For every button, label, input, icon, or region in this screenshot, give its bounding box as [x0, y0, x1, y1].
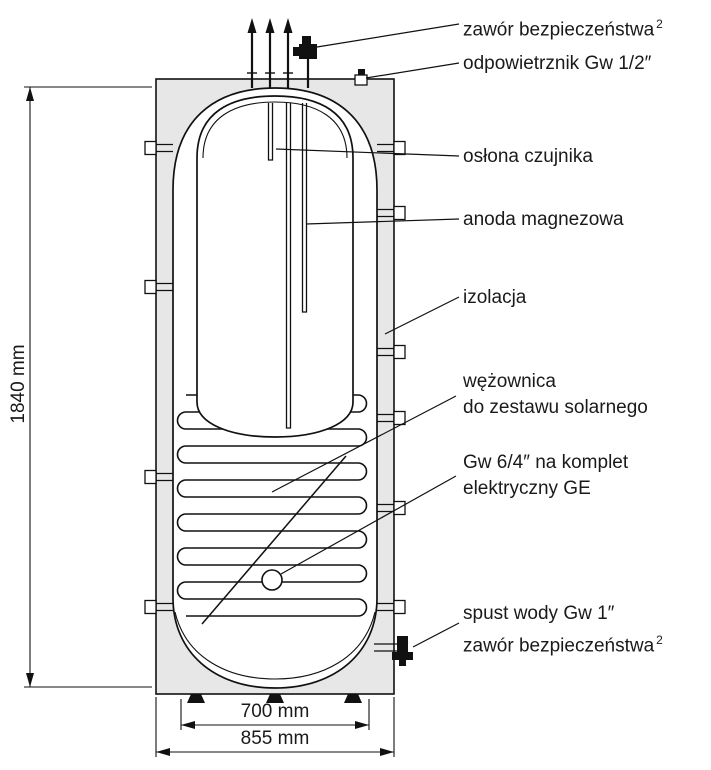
leader-solar-coil: [271, 395, 457, 493]
dimension-label-height: 1840 mm: [8, 344, 29, 424]
inner-vessel: [196, 95, 354, 438]
connection-stub: [377, 344, 406, 360]
tank-foot: [187, 694, 205, 703]
air-vent-fitting: [354, 69, 368, 86]
leader-electric-set: [280, 475, 457, 575]
callout-sensor-sheath-text: osłona czujnika: [463, 146, 593, 167]
callout-solar-coil-line2: do zestawu solarnego: [463, 397, 648, 418]
callout-solar-coil: wężownica do zestawu solarnego: [463, 369, 648, 421]
callout-insulation-text: izolacja: [463, 287, 527, 308]
dimension-label-inner-width: 700 mm: [240, 701, 310, 722]
arrow-up-icon: [247, 18, 257, 33]
connection-stub: [377, 140, 406, 156]
vessel-dome-inner-line: [202, 101, 348, 159]
leader-lines: [271, 23, 460, 648]
sensor-sheath: [267, 103, 274, 161]
leader-insulation: [384, 296, 460, 335]
connection-stub: [144, 140, 173, 156]
callout-safety-valve-top-sup: 2: [656, 17, 663, 31]
callout-safety-valve-bottom-sup: 2: [656, 633, 663, 647]
safety-valve-top: [293, 36, 317, 88]
anode-rod: [301, 103, 308, 313]
callout-safety-valve-top-text: zawór bezpieczeństwa: [463, 19, 655, 41]
connection-stub: [377, 599, 406, 615]
tank-foot: [266, 694, 284, 703]
connection-stub: [144, 599, 173, 615]
callout-water-drain-text: spust wody Gw 1″: [463, 603, 615, 624]
leader-safety-valve-top: [316, 23, 460, 48]
sensor-tube-long: [285, 103, 292, 429]
callout-insulation: izolacja: [463, 285, 526, 311]
callout-electric-set-line2: elektryczny GE: [463, 478, 591, 499]
callout-electric-set-line1: Gw 6/4″ na komplet: [463, 452, 629, 473]
leader-air-vent: [365, 62, 460, 79]
leader-drain: [412, 622, 460, 648]
tank-feet: [187, 694, 362, 703]
solar-coil: [176, 394, 368, 625]
coil-connection-pipe: [201, 455, 347, 625]
callout-magnesium-anode: anoda magnezowa: [463, 207, 624, 233]
top-pipes: [247, 18, 293, 88]
connection-stub: [144, 279, 173, 295]
dimension-inner-width: [180, 699, 370, 730]
leader-sensor-sheath: [275, 148, 460, 157]
tank-foot: [344, 694, 362, 703]
connection-stub: [377, 410, 406, 426]
callout-air-vent-text: odpowietrznik Gw 1/2″: [463, 53, 652, 74]
connection-stubs-right: [377, 140, 406, 615]
connection-stub: [144, 469, 173, 485]
connection-stubs-left: [144, 140, 173, 615]
arrow-up-icon: [265, 18, 275, 33]
arrow-up-icon: [283, 18, 293, 33]
leader-anode: [305, 218, 460, 225]
callout-sensor-sheath: osłona czujnika: [463, 144, 593, 170]
callout-safety-valve-bottom-text: zawór bezpieczeństwa: [463, 635, 655, 657]
electric-heater-port: [261, 569, 283, 591]
callout-electric-set: Gw 6/4″ na komplet elektryczny GE: [463, 450, 628, 502]
connection-stub: [377, 205, 406, 221]
callout-air-vent: odpowietrznik Gw 1/2″: [463, 51, 651, 77]
callout-water-drain: spust wody Gw 1″: [463, 601, 614, 627]
callout-solar-coil-line1: wężownica: [463, 371, 556, 392]
dimension-outer-width: [155, 697, 395, 757]
dimension-label-outer-width: 855 mm: [240, 728, 310, 749]
tank-bottom-inner-line: [174, 611, 376, 680]
callout-magnesium-anode-text: anoda magnezowa: [463, 209, 624, 230]
drain-valve: [374, 636, 413, 666]
dimension-height: [24, 86, 152, 688]
